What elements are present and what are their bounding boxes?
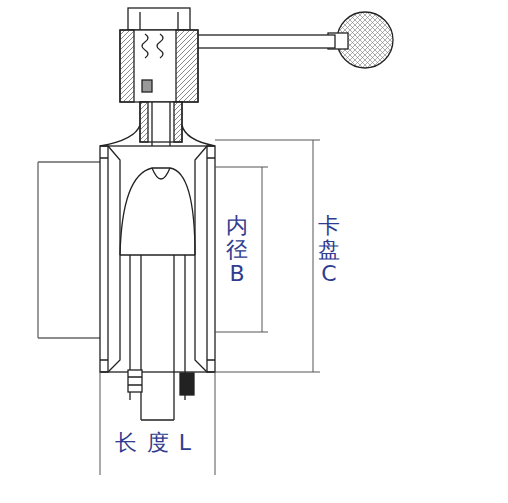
clamp-diameter-label: 卡盘C [318, 214, 340, 287]
inner-diameter-label: 内径B [226, 214, 248, 287]
length-label: 长度L [115, 428, 201, 458]
